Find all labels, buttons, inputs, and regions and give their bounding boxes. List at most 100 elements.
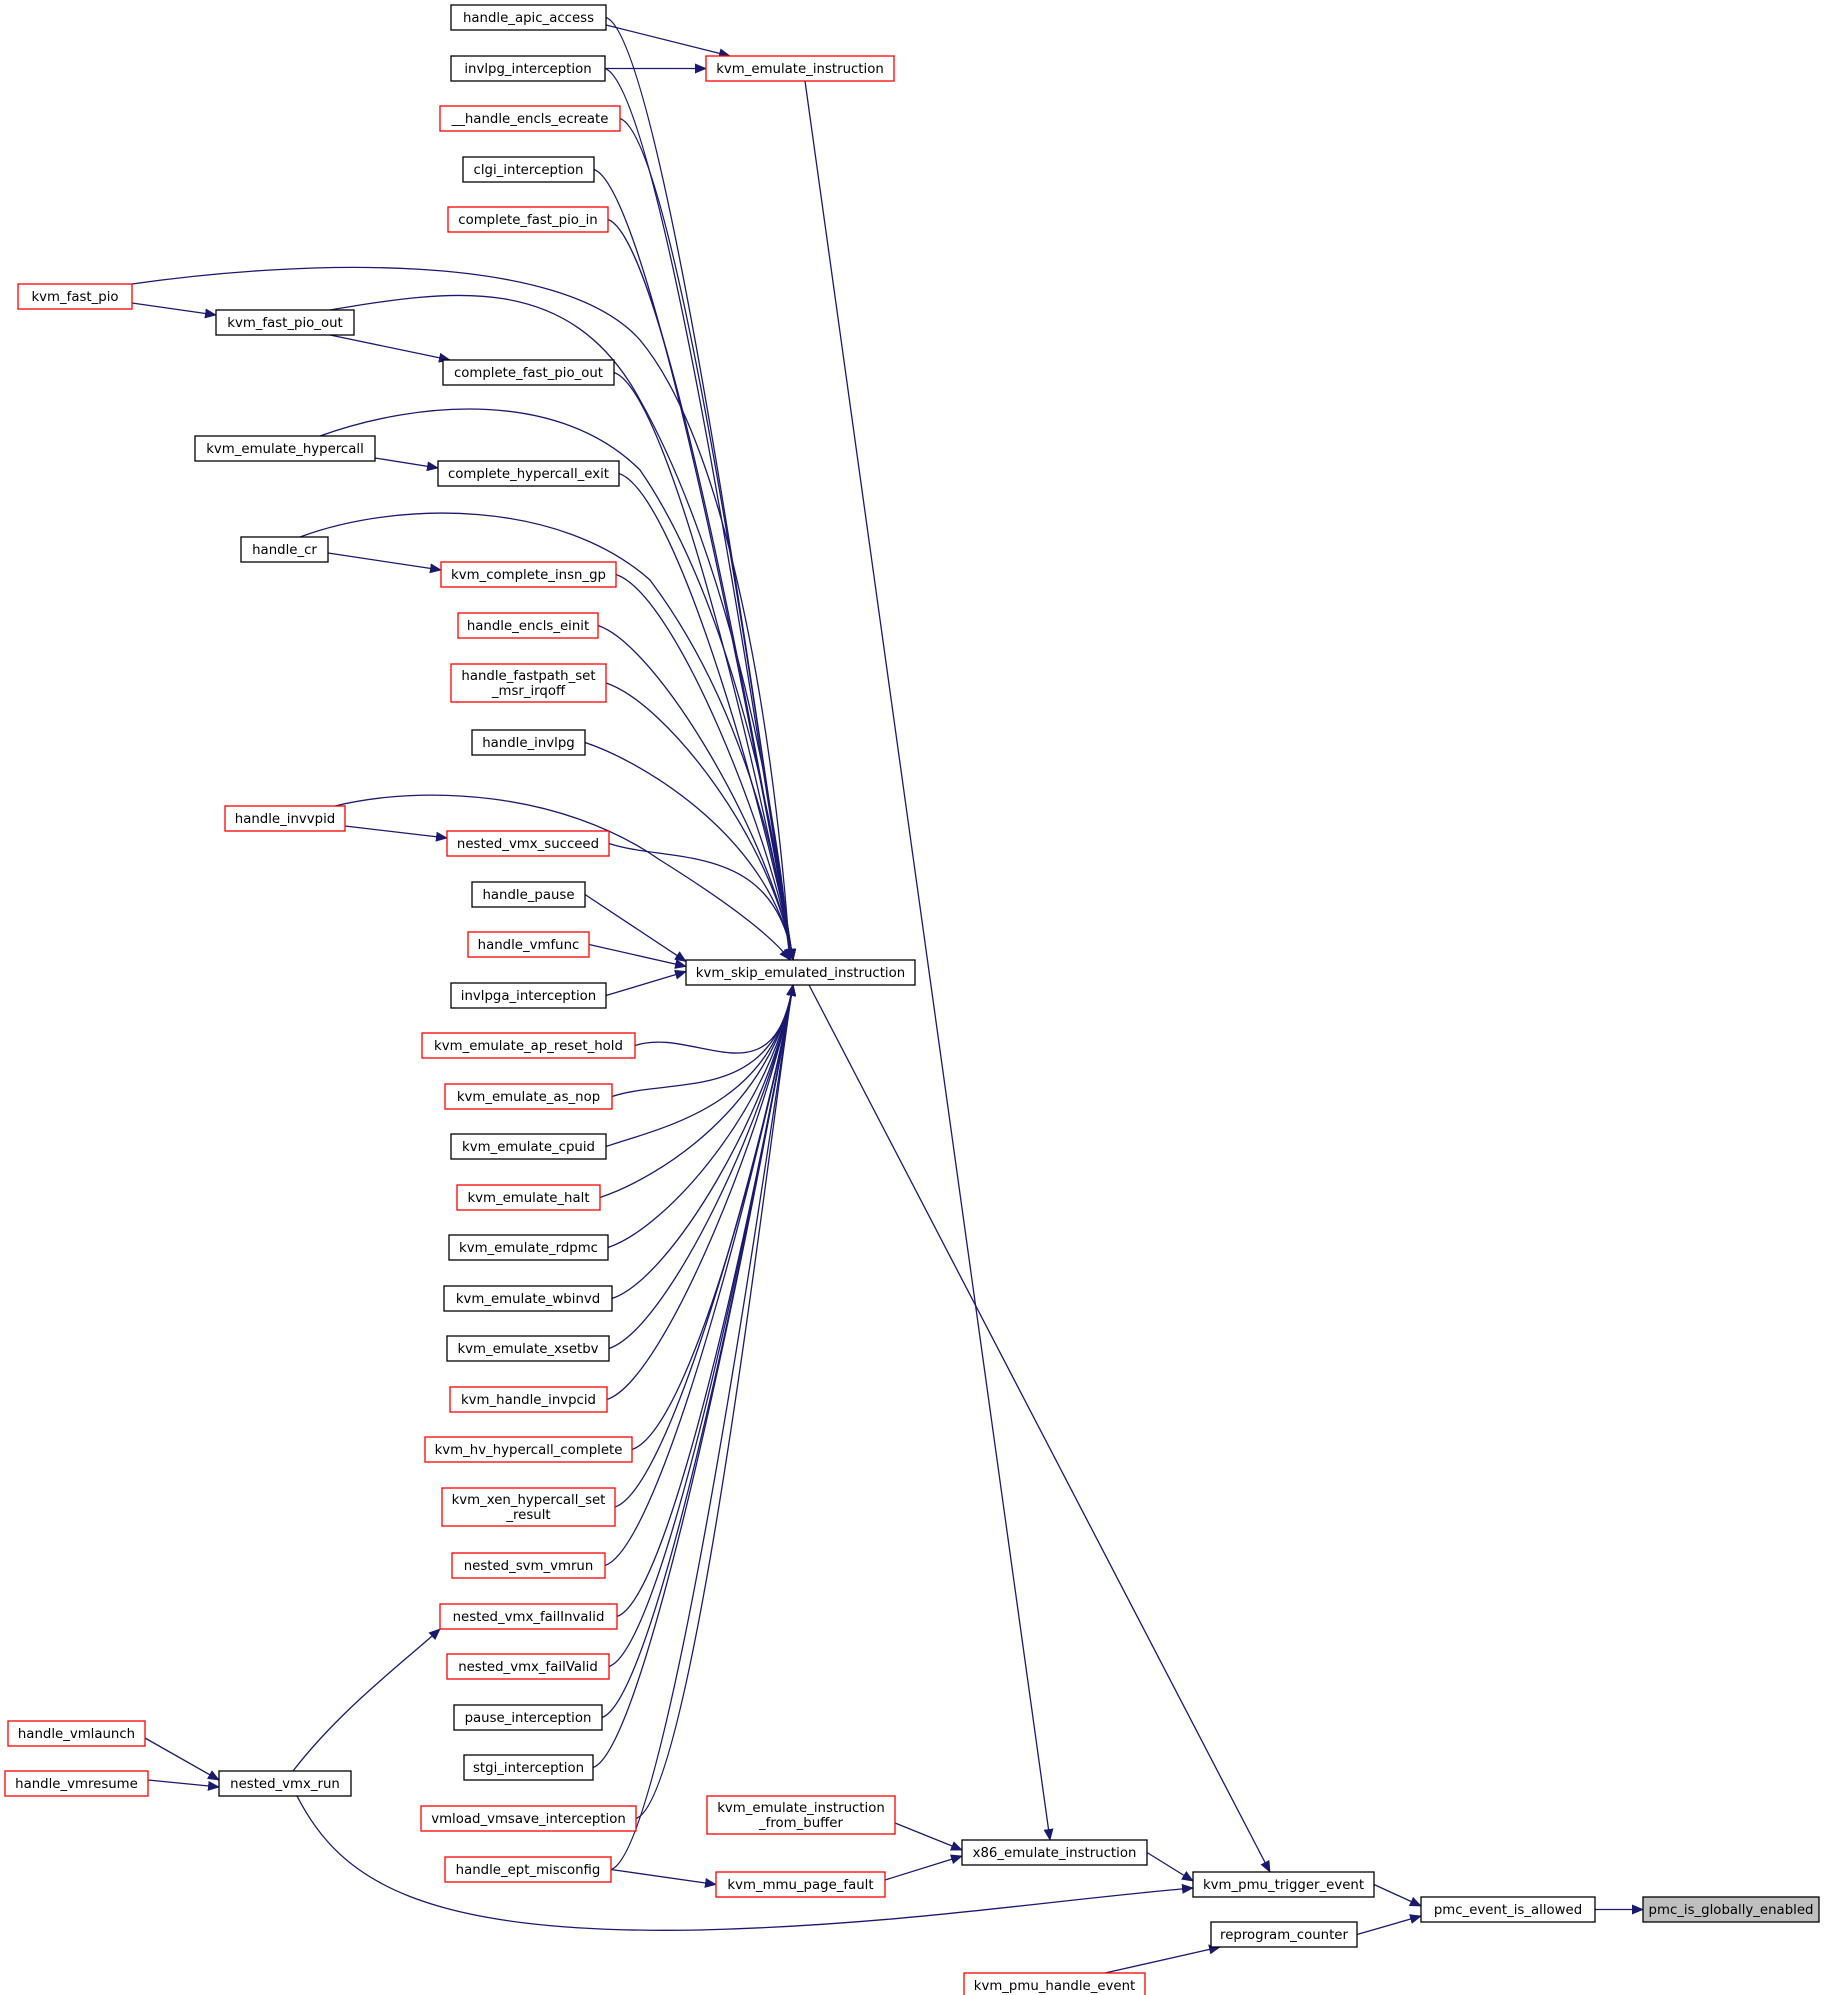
edge-kei-x86 xyxy=(804,80,1054,1841)
edge-n_keanop-ksei xyxy=(611,984,797,1098)
node-label: handle_fastpath_set xyxy=(461,669,595,684)
node-kvm-emulate-hypercall[interactable]: kvm_emulate_hypercall xyxy=(194,435,376,462)
edge-n_stgi-ksei-group xyxy=(592,984,797,1769)
node-handle-invvpid[interactable]: handle_invvpid xyxy=(224,805,346,832)
edge-n_keaprh-ksei xyxy=(634,984,797,1054)
node-box xyxy=(462,156,595,183)
node-kvm-complete-insn-gp[interactable]: kvm_complete_insn_gp xyxy=(440,561,617,588)
node-label: handle_invlpg xyxy=(482,736,575,751)
node-pause-interception[interactable]: pause_interception xyxy=(453,1704,603,1731)
node-kvm-emulate-instruction-from-buffer[interactable]: kvm_emulate_instruction_from_buffer xyxy=(706,1795,896,1835)
edge-keh-che xyxy=(374,457,439,472)
edge-keifb-x86-group xyxy=(894,1822,963,1851)
node-handle-encls-einit[interactable]: handle_encls_einit xyxy=(457,612,599,639)
edge-hcr-kcig-group xyxy=(327,552,442,574)
node-label: kvm_skip_emulated_instruction xyxy=(696,966,905,981)
node-handle-pause[interactable]: handle_pause xyxy=(471,881,586,908)
node-invlpga-interception[interactable]: invlpga_interception xyxy=(450,982,607,1009)
node-handle-apic-access[interactable]: handle_apic_access xyxy=(450,4,607,31)
node-handle-vmfunc[interactable]: handle_vmfunc xyxy=(467,931,590,958)
node-label: nested_vmx_failValid xyxy=(458,1660,598,1675)
node-handle-vmlaunch[interactable]: handle_vmlaunch xyxy=(7,1720,146,1747)
node-kvm-hv-hypercall-complete[interactable]: kvm_hv_hypercall_complete xyxy=(424,1436,633,1463)
node-label: vmload_vmsave_interception xyxy=(431,1812,626,1827)
node-kvm-emulate-ap-reset-hold[interactable]: kvm_emulate_ap_reset_hold xyxy=(421,1032,636,1059)
node-box xyxy=(961,1839,1148,1866)
edge-layer xyxy=(131,16,1644,1974)
node-label: kvm_hv_hypercall_complete xyxy=(435,1443,623,1458)
node-kvm-emulate-instruction[interactable]: kvm_emulate_instruction xyxy=(705,55,895,82)
node-kvm-pmu-handle-event[interactable]: kvm_pmu_handle_event xyxy=(963,1972,1146,1995)
node-kvm-fast-pio[interactable]: kvm_fast_pio xyxy=(17,283,133,310)
node-kvm-fast-pio-out[interactable]: kvm_fast_pio_out xyxy=(215,309,355,336)
node-handle-encls-ecreate[interactable]: __handle_encls_ecreate xyxy=(439,105,621,132)
edge-n_nsvmrun-ksei-group xyxy=(604,984,797,1567)
node-kvm-emulate-rdpmc[interactable]: kvm_emulate_rdpmc xyxy=(448,1234,609,1261)
node-handle-ept-misconfig[interactable]: handle_ept_misconfig xyxy=(444,1856,612,1883)
edge-n_vmlvs-ksei xyxy=(635,984,797,1820)
edge-hcr-ksei xyxy=(299,512,794,961)
node-box xyxy=(457,612,599,639)
node-invlpg-interception[interactable]: invlpg_interception xyxy=(450,55,606,82)
edge-n_hinvlpg-ksei-group xyxy=(584,741,797,961)
node-label: handle_encls_einit xyxy=(467,619,589,634)
edge-n_keanop-ksei-group xyxy=(611,984,797,1098)
edge-n_hpause-ksei xyxy=(584,893,687,963)
edge-ksei-kpte xyxy=(808,984,1271,1873)
edge-n_hee-ksei xyxy=(619,117,797,961)
edge-kphe-rc xyxy=(1104,1944,1221,1974)
node-pmc-event-is-allowed[interactable]: pmc_event_is_allowed xyxy=(1420,1896,1596,1923)
edge-nvr-kpte-group xyxy=(296,1795,1194,1931)
node-kvm-pmu-trigger-event[interactable]: kvm_pmu_trigger_event xyxy=(1192,1871,1375,1898)
node-nested-vmx-failValid[interactable]: nested_vmx_failValid xyxy=(446,1653,610,1680)
node-nested-vmx-succeed[interactable]: nested_vmx_succeed xyxy=(446,830,610,857)
edge-hvmlaunch-nvr-group xyxy=(144,1737,220,1781)
edge-n_nvs-ksei-group xyxy=(608,842,797,961)
node-label: kvm_emulate_instruction xyxy=(716,62,884,77)
node-kvm-handle-invpcid[interactable]: kvm_handle_invpcid xyxy=(449,1386,608,1413)
node-handle-cr[interactable]: handle_cr xyxy=(240,536,329,563)
node-box xyxy=(450,982,607,1009)
node-box xyxy=(450,1133,607,1160)
node-kvm-mmu-page-fault[interactable]: kvm_mmu_page_fault xyxy=(715,1871,886,1898)
node-kvm-xen-hypercall-set-result[interactable]: kvm_xen_hypercall_set_result xyxy=(441,1487,616,1527)
node-vmload-vmsave-interception[interactable]: vmload_vmsave_interception xyxy=(420,1805,637,1832)
node-pmc-is-globally-enabled[interactable]: pmc_is_globally_enabled xyxy=(1642,1896,1820,1923)
node-handle-vmresume[interactable]: handle_vmresume xyxy=(4,1770,149,1797)
node-clgi-interception[interactable]: clgi_interception xyxy=(462,156,595,183)
edge-n_invlpga-ksei xyxy=(605,969,687,997)
node-box xyxy=(451,1552,606,1579)
node-kvm-emulate-halt[interactable]: kvm_emulate_halt xyxy=(456,1184,601,1211)
node-kvm-emulate-as-nop[interactable]: kvm_emulate_as_nop xyxy=(444,1083,613,1110)
node-box xyxy=(448,1234,609,1261)
node-stgi-interception[interactable]: stgi_interception xyxy=(463,1754,594,1781)
edge-n_nsvmrun-ksei xyxy=(604,984,797,1567)
node-x86-emulate-instruction[interactable]: x86_emulate_instruction xyxy=(961,1839,1148,1866)
node-kvm-emulate-cpuid[interactable]: kvm_emulate_cpuid xyxy=(450,1133,607,1160)
node-nested-vmx-run[interactable]: nested_vmx_run xyxy=(218,1770,352,1797)
edge-n_nvfi-ksei xyxy=(616,984,797,1618)
node-kvm-skip-emulated-instruction[interactable]: kvm_skip_emulated_instruction xyxy=(685,959,916,986)
node-label: kvm_emulate_hypercall xyxy=(206,442,364,457)
edge-n_kerdpmc-ksei-group xyxy=(607,984,797,1249)
node-complete-hypercall-exit[interactable]: complete_hypercall_exit xyxy=(437,460,620,487)
edge-n_kcig-ksei-group xyxy=(615,573,797,961)
edge-n_vmlvs-ksei-group xyxy=(635,984,797,1820)
node-label: stgi_interception xyxy=(473,1761,584,1776)
edge-kei-x86-group xyxy=(804,80,1054,1841)
node-reprogram-counter[interactable]: reprogram_counter xyxy=(1210,1921,1358,1948)
node-box xyxy=(7,1720,146,1747)
node-handle-invlpg[interactable]: handle_invlpg xyxy=(471,729,586,756)
node-label: reprogram_counter xyxy=(1220,1928,1348,1943)
node-box xyxy=(439,105,621,132)
node-nested-vmx-failInvalid[interactable]: nested_vmx_failInvalid xyxy=(439,1603,618,1630)
node-kvm-emulate-wbinvd[interactable]: kvm_emulate_wbinvd xyxy=(443,1285,613,1312)
node-complete-fast-pio-in[interactable]: complete_fast_pio_in xyxy=(447,206,609,233)
node-nested-svm-vmrun[interactable]: nested_svm_vmrun xyxy=(451,1552,606,1579)
node-label: __handle_encls_ecreate xyxy=(451,112,609,127)
node-label: handle_apic_access xyxy=(463,11,594,26)
node-label: handle_ept_misconfig xyxy=(456,1863,601,1878)
node-kvm-emulate-xsetbv[interactable]: kvm_emulate_xsetbv xyxy=(446,1335,610,1362)
node-complete-fast-pio-out[interactable]: complete_fast_pio_out xyxy=(442,359,615,386)
node-handle-fastpath-set-msr-irqoff[interactable]: handle_fastpath_set_msr_irqoff xyxy=(450,663,607,703)
